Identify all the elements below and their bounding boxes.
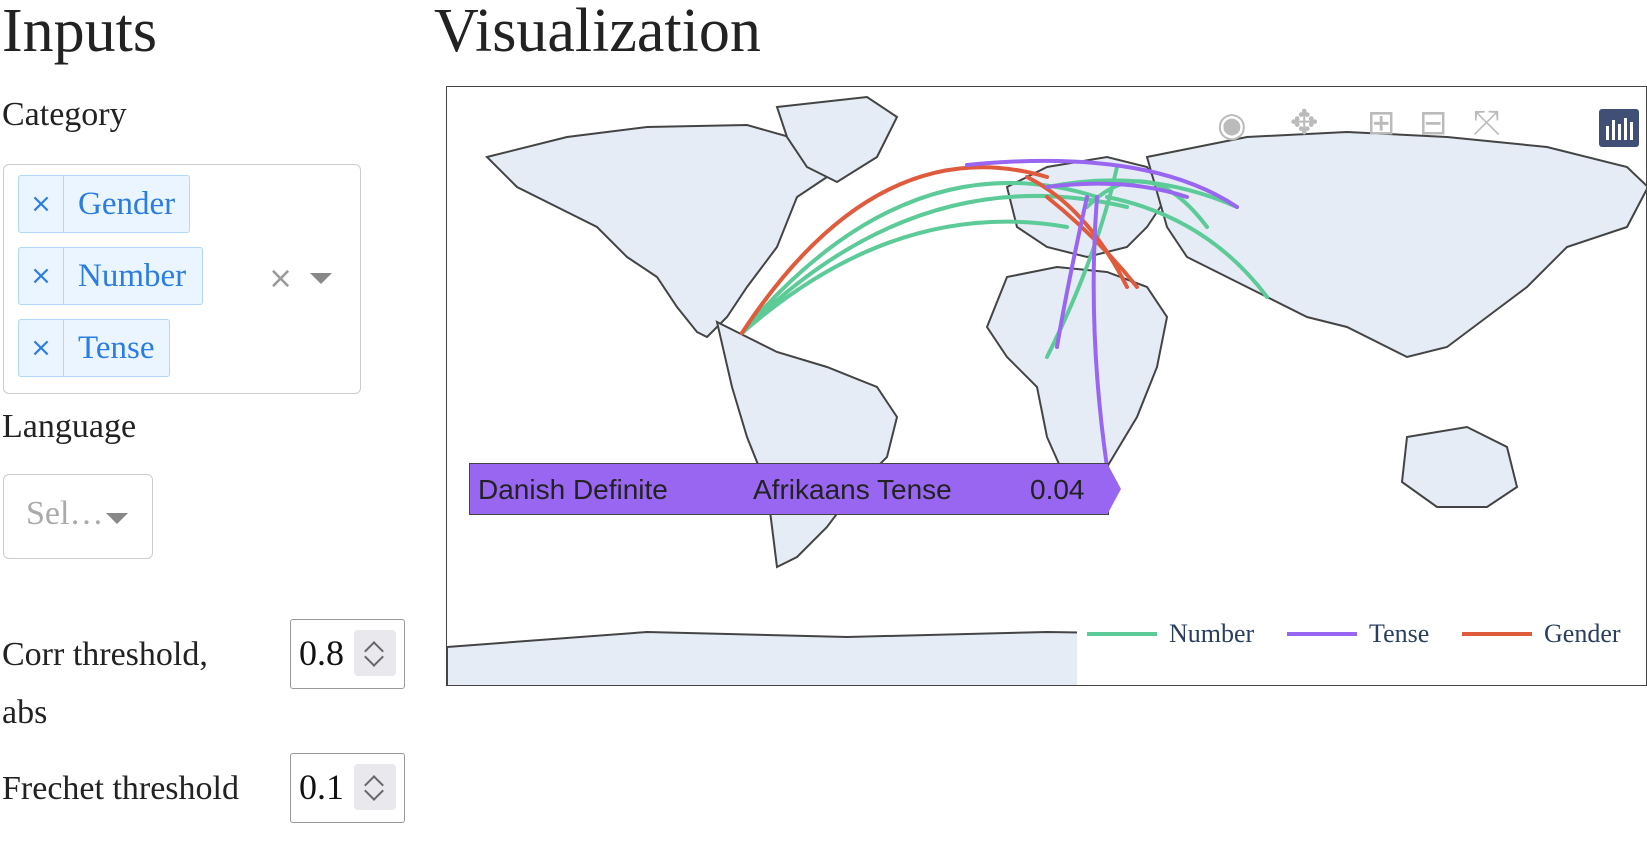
pan-icon[interactable]: ✥: [1290, 103, 1319, 143]
hover-tooltip: Danish Definite Afrikaans Tense 0.04: [469, 463, 1109, 515]
camera-icon[interactable]: ◉: [1217, 105, 1247, 145]
arc-number: [1105, 195, 1269, 299]
chevron-down-icon[interactable]: [310, 273, 332, 284]
tooltip-arrow: [1107, 463, 1121, 515]
category-tag-number: × Number: [18, 247, 204, 305]
language-placeholder: Sel…: [26, 495, 104, 532]
legend-swatch: [1462, 632, 1532, 636]
legend-item-tense[interactable]: Tense: [1287, 619, 1429, 649]
australia: [1400, 425, 1519, 508]
remove-tag-icon[interactable]: ×: [19, 320, 64, 376]
africa: [985, 265, 1169, 489]
tooltip-to: Afrikaans Tense: [753, 474, 952, 505]
legend-swatch: [1087, 632, 1157, 636]
corr-threshold-value: 0.8: [299, 633, 344, 673]
number-spinner-icon[interactable]: [354, 630, 396, 676]
world-map: [447, 95, 1646, 685]
category-tag-tense: × Tense: [18, 319, 170, 377]
arc-tense: [965, 158, 1239, 209]
frechet-threshold-label: Frechet threshold: [2, 770, 239, 807]
language-dropdown[interactable]: Sel…: [3, 474, 153, 559]
autoscale-icon[interactable]: ⤧: [1473, 103, 1501, 143]
arc-tense: [1091, 195, 1109, 469]
connection-arcs: [740, 158, 1269, 469]
legend-label: Number: [1169, 619, 1255, 648]
clear-all-icon[interactable]: ×: [268, 261, 294, 296]
visualization-heading: Visualization: [434, 0, 761, 65]
plotly-logo-icon[interactable]: [1599, 109, 1639, 147]
asia: [1145, 130, 1646, 359]
category-label: Category: [2, 96, 127, 133]
legend-label: Tense: [1369, 619, 1430, 648]
category-tag-gender: × Gender: [18, 175, 191, 233]
language-label: Language: [2, 408, 137, 445]
legend-item-gender[interactable]: Gender: [1462, 619, 1621, 649]
zoom-in-icon[interactable]: ⊞: [1367, 103, 1396, 143]
frechet-threshold-input[interactable]: 0.1: [290, 753, 405, 823]
legend-label: Gender: [1544, 619, 1621, 648]
tag-label: Tense: [78, 329, 155, 366]
arc-tense: [1045, 181, 1189, 199]
number-spinner-icon[interactable]: [354, 764, 396, 810]
remove-tag-icon[interactable]: ×: [19, 248, 64, 304]
category-multiselect[interactable]: × Gender × Number × Tense ×: [3, 164, 361, 394]
arc-number: [740, 219, 1069, 335]
south-america: [715, 320, 899, 569]
map-plot[interactable]: ◉ ✥ ⊞ ⊟ ⤧ Danish Definite Afrikaans Tens…: [446, 86, 1647, 686]
tooltip-from: Danish Definite: [478, 474, 668, 505]
greenland: [775, 95, 899, 184]
arc-number: [740, 193, 1129, 335]
remove-tag-icon[interactable]: ×: [19, 176, 64, 232]
legend: Number Tense Gender: [1077, 599, 1646, 685]
chevron-down-icon[interactable]: [106, 513, 128, 524]
inputs-heading: Inputs: [2, 0, 157, 65]
corr-threshold-label: Corr threshold, abs: [2, 636, 208, 731]
tag-label: Number: [78, 257, 187, 294]
arc-gender: [740, 165, 1049, 335]
north-america: [485, 123, 829, 339]
legend-item-number[interactable]: Number: [1087, 619, 1254, 649]
tooltip-value: 0.04: [1030, 474, 1085, 505]
arc-tense: [1055, 195, 1089, 349]
legend-swatch: [1287, 632, 1357, 636]
corr-threshold-input[interactable]: 0.8: [290, 619, 405, 689]
tag-label: Gender: [78, 185, 176, 222]
zoom-out-icon[interactable]: ⊟: [1419, 103, 1448, 143]
frechet-threshold-value: 0.1: [299, 767, 344, 807]
